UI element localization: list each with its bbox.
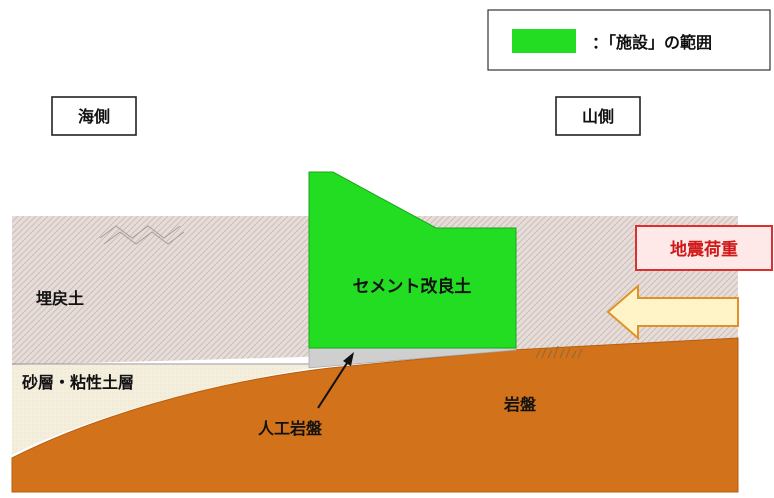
seismic-load-label: 地震荷重: [635, 225, 773, 271]
artificial-bedrock-label: 人工岩盤: [258, 419, 323, 438]
sand-clay-label: 砂層・粘性土層: [22, 373, 134, 392]
mountain-side-label: 山側: [555, 96, 641, 136]
seismic-load-text: 地震荷重: [670, 239, 738, 260]
legend: ：「施設」の範囲: [487, 9, 771, 71]
bedrock-label: 岩盤: [503, 395, 537, 414]
cement-label: セメント改良土: [353, 276, 472, 297]
artificial-bedrock-pointer: [317, 352, 354, 409]
mountain-side-text: 山側: [582, 107, 614, 126]
cement-improved-soil-facility: [308, 171, 517, 349]
sea-side-label: 海側: [51, 96, 137, 136]
grass-tuft-decoration: [535, 345, 583, 359]
seismic-load-arrow: [606, 283, 739, 341]
sea-side-text: 海側: [78, 107, 110, 126]
legend-text: ：「施設」の範囲: [592, 33, 712, 52]
legend-swatch: [512, 29, 576, 53]
hatch-mark-decoration: [99, 225, 185, 245]
reclaimed-soil-label: 埋戻土: [36, 289, 84, 308]
sand-clay-layer: [12, 365, 330, 455]
